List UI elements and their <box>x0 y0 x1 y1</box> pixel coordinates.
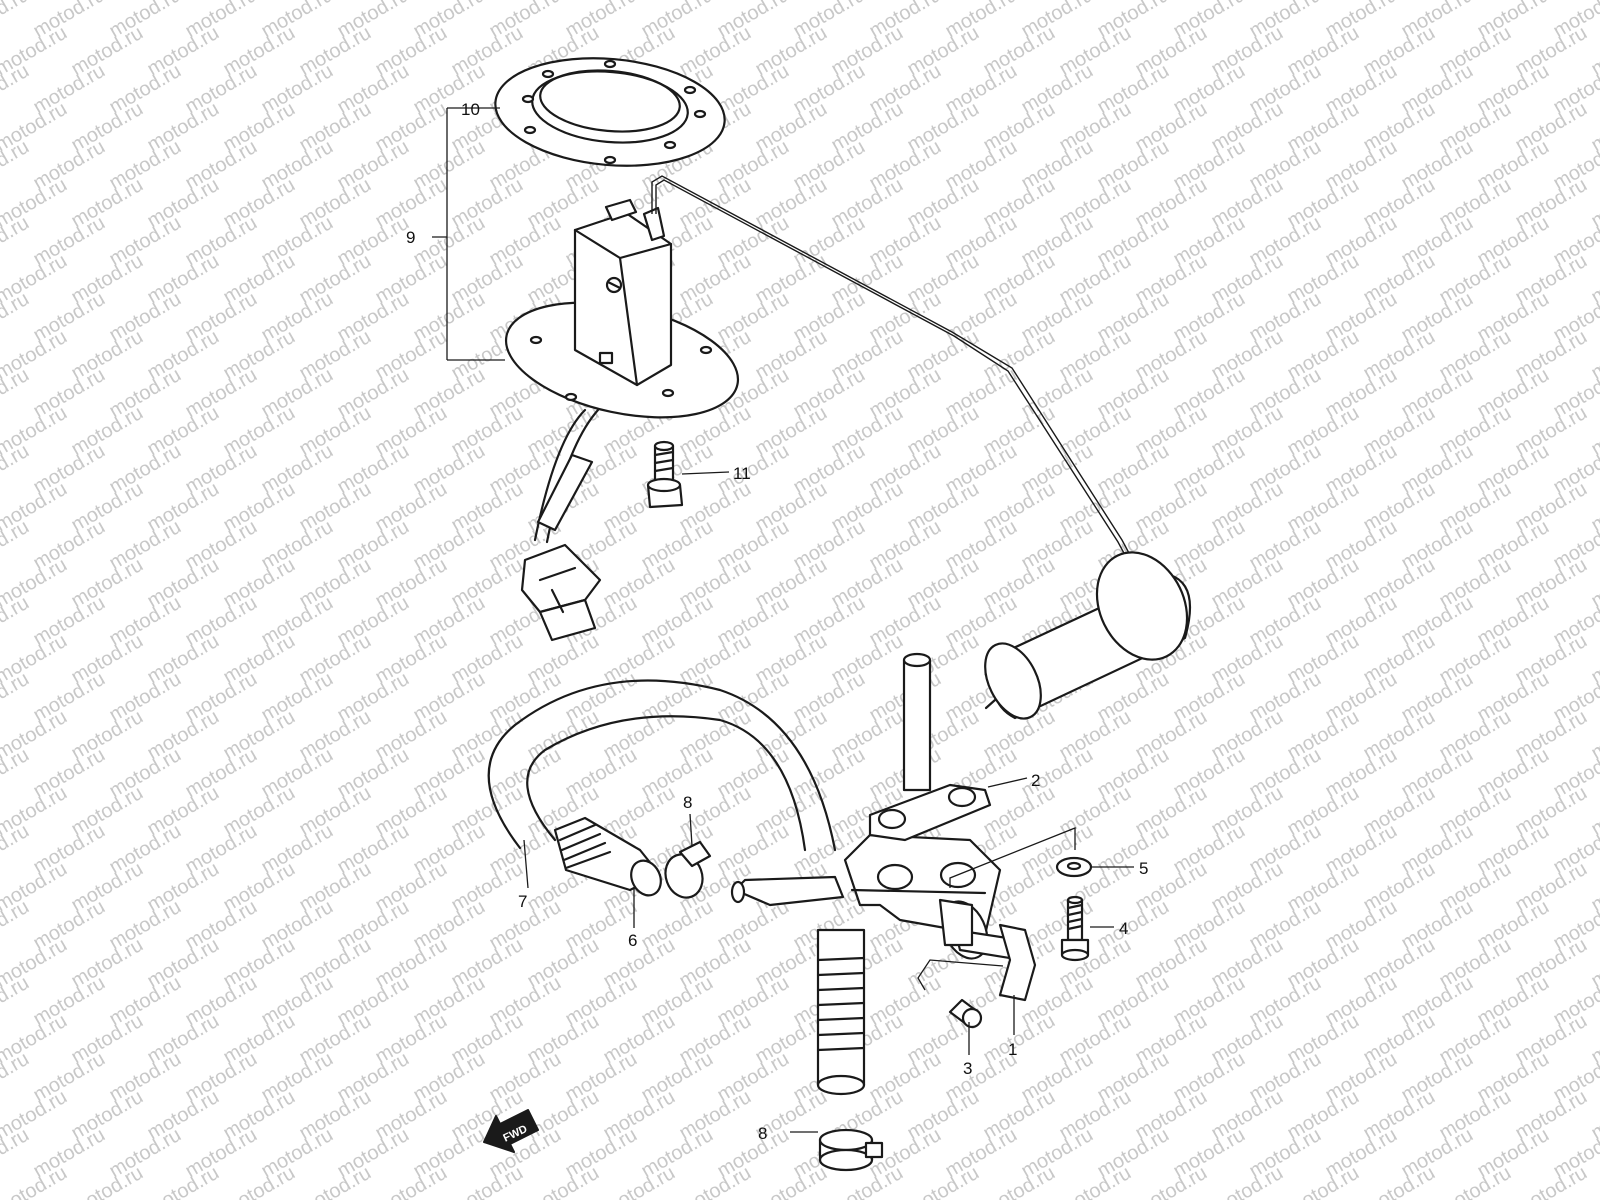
watermark-text: motod.ru <box>0 516 33 575</box>
part-8-clamp-upper <box>664 840 712 899</box>
callout-4: 4 <box>1119 919 1128 938</box>
part-6-hose-fitting <box>553 816 662 897</box>
watermark-text: motod.ru <box>0 0 33 42</box>
watermark-text: motod.ru <box>0 1124 33 1183</box>
part-4-bolt <box>1060 895 1090 962</box>
part-2-o-ring-plate <box>868 783 992 842</box>
part-7-fuel-hose <box>487 679 837 852</box>
callout-10: 10 <box>461 100 480 119</box>
callout-5: 5 <box>1139 859 1148 878</box>
watermark-text: motod.ru <box>0 744 33 803</box>
callout-11: 11 <box>733 464 751 483</box>
part-8-clamp-lower <box>818 1128 884 1172</box>
callout-8-upper: 8 <box>683 793 692 812</box>
watermark-text: motod.ru <box>0 288 33 347</box>
callout-2: 2 <box>1031 771 1040 790</box>
callout-1: 1 <box>1008 1040 1017 1059</box>
watermark-text: motod.ru <box>0 592 33 651</box>
watermark-text: motod.ru <box>0 364 33 423</box>
watermark-text: motod.ru <box>0 820 33 879</box>
part-9-fuel-level-gauge <box>504 175 1192 720</box>
callout-6: 6 <box>628 931 637 950</box>
watermark-text: motod.ru <box>0 896 33 955</box>
watermark-text: motod.ru <box>0 972 33 1031</box>
bracket-9-10 <box>432 107 505 361</box>
part-3-screw <box>948 998 983 1029</box>
part-10-gasket <box>494 57 726 167</box>
callout-7: 7 <box>518 892 527 911</box>
callout-3: 3 <box>963 1059 972 1078</box>
watermark-text: motod.ru <box>0 212 33 271</box>
part-11-screw <box>646 440 684 509</box>
watermark-text: motod.ru <box>0 60 33 119</box>
leader-lines <box>523 471 1134 1133</box>
part-1-fuel-cock <box>730 652 1037 1096</box>
watermark-text: motod.ru <box>0 668 33 727</box>
callout-8-lower: 8 <box>758 1124 767 1143</box>
part-5-washer <box>1055 856 1093 878</box>
callout-labels: 1 2 3 4 5 6 7 8 8 9 10 11 <box>406 100 1148 1143</box>
callout-9: 9 <box>406 228 415 247</box>
watermark-text: motod.ru <box>0 136 33 195</box>
watermark-text: motod.ru <box>0 1048 33 1107</box>
watermark-text: motod.ru <box>0 440 33 499</box>
assembly-guide-lines <box>917 827 1076 991</box>
